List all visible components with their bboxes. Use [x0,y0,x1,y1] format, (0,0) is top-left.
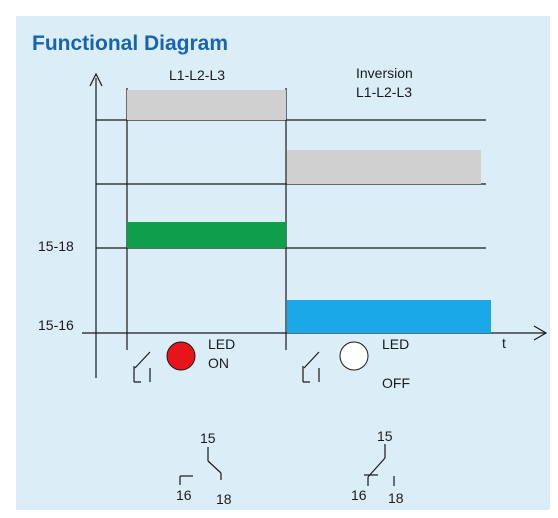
contact-right-nc: 16 [351,487,367,503]
label-15-16: 15-16 [38,317,74,333]
contact-right-common: 15 [377,428,393,444]
time-axis-arrow [533,325,548,341]
supply-bar-normal [127,90,286,120]
contact-left-common: 15 [200,430,216,446]
relay-bar-15-18 [127,222,286,248]
phase-label-inversion-1: Inversion [356,65,413,81]
led-on-icon [166,341,196,371]
supply-bar-inversion [287,150,481,184]
supply-switch-open-icon [302,351,320,383]
led-on-label-1: LED [208,336,235,352]
led-on-label-2: ON [208,355,229,371]
contact-left-nc: 16 [176,487,192,503]
led-off-icon [339,341,369,371]
led-off-label-1: LED [382,336,409,352]
time-label: t [502,335,506,351]
led-off-label-2: OFF [382,375,410,391]
phase-label-inversion-2: L1-L2-L3 [356,84,412,100]
y-axis-arrow [89,72,103,87]
label-15-18: 15-18 [38,238,74,254]
relay-contact-released-icon [364,444,395,486]
relay-contact-energized-icon [179,447,222,485]
diagram-title: Functional Diagram [32,32,229,55]
supply-switch-closed-icon [133,351,151,383]
relay-bar-15-16 [287,300,491,333]
contact-left-no: 18 [216,491,232,507]
contact-right-no: 18 [388,490,404,506]
phase-label-normal: L1-L2-L3 [169,67,225,83]
